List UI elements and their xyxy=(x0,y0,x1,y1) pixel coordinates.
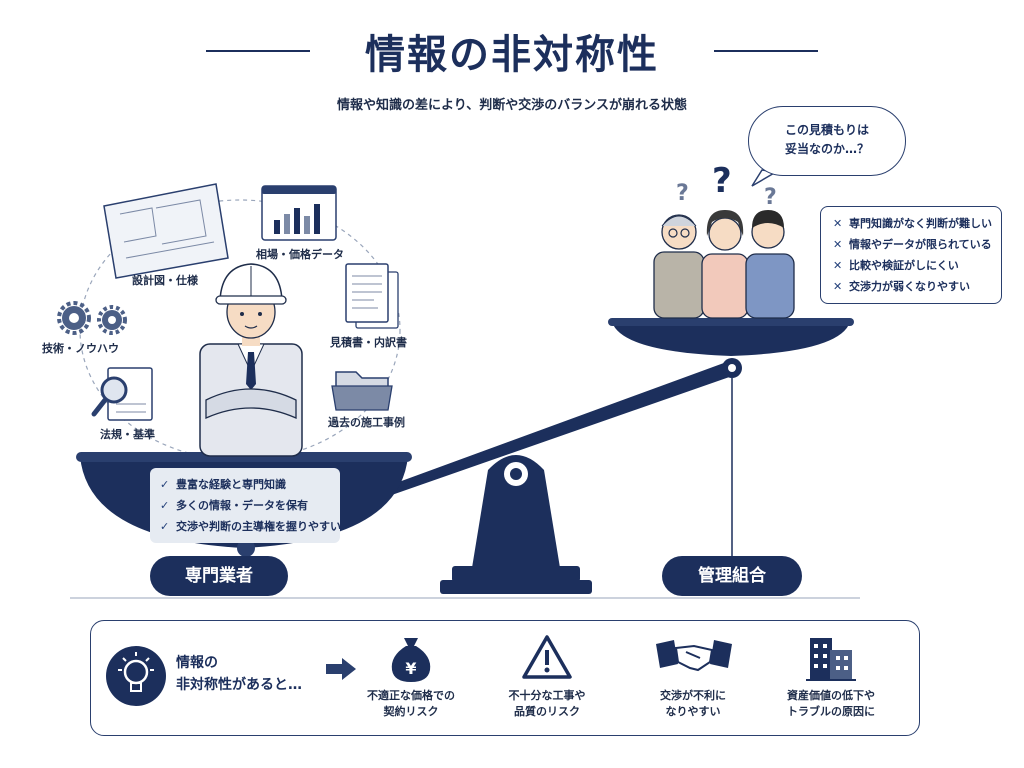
check-icon: ✓ xyxy=(160,478,170,491)
contractor-strength-item: ✓交渉や判断の主導権を握りやすい xyxy=(160,516,341,537)
cross-icon: ✕ xyxy=(833,217,843,230)
risk-caption: 交渉が不利に なりやすい xyxy=(660,689,726,718)
lightbulb-icon xyxy=(106,646,166,706)
title-line-left xyxy=(206,50,310,52)
handshake-icon xyxy=(656,640,732,672)
law-magnifier-icon xyxy=(91,367,153,421)
title-line-right xyxy=(714,50,818,52)
check-icon: ✓ xyxy=(160,520,170,533)
association-issues-list: ✕専門知識がなく判断が難しい ✕情報やデータが限られている ✕比較や検証がしにく… xyxy=(820,206,1002,304)
page-subtitle: 情報や知識の差により、判断や交渉のバランスが崩れる状態 xyxy=(337,98,687,113)
gears-icon xyxy=(57,301,127,335)
cross-icon: ✕ xyxy=(833,280,843,293)
right-pan-rim xyxy=(608,318,854,326)
cross-icon: ✕ xyxy=(833,238,843,251)
label-past-cases: 過去の施工事例 xyxy=(328,416,405,429)
left-pan-joint xyxy=(237,539,255,557)
association-members-illustration xyxy=(653,210,795,319)
market-chart-icon xyxy=(261,185,337,241)
consequences-panel xyxy=(90,620,920,736)
check-icon: ✓ xyxy=(160,499,170,512)
association-issue-item: ✕情報やデータが限られている xyxy=(833,234,992,255)
label-tech-knowhow: 技術・ノウハウ xyxy=(42,342,119,355)
left-pan-rim xyxy=(76,452,412,462)
contractor-strength-item: ✓多くの情報・データを保有 xyxy=(160,495,330,516)
contractor-worker-illustration xyxy=(199,263,303,457)
warning-icon xyxy=(522,635,572,679)
consequences-lead: 情報の 非対称性があると… xyxy=(176,655,302,693)
svg-text:¥: ¥ xyxy=(405,659,416,678)
scale-fulcrum xyxy=(470,455,562,580)
contractor-strength-item: ✓豊富な経験と専門知識 xyxy=(160,474,330,495)
risk-caption: 不十分な工事や 品質のリスク xyxy=(508,689,586,718)
label-estimate: 見積書・内訳書 xyxy=(330,336,407,349)
label-market-data: 相場・価格データ xyxy=(256,248,344,261)
blueprint-icon xyxy=(103,183,229,279)
question-mark-icon: ? xyxy=(676,181,689,206)
page-title: 情報の非対称性 xyxy=(365,32,659,78)
label-design-spec: 設計図・仕様 xyxy=(132,274,198,287)
fulcrum-base xyxy=(440,580,592,594)
question-mark-icon: ? xyxy=(764,185,777,210)
association-label: 管理組合 xyxy=(662,556,802,596)
question-mark-icon: ? xyxy=(712,161,732,201)
folder-icon xyxy=(331,371,393,411)
estimate-documents-icon xyxy=(345,263,399,329)
arrow-right-icon xyxy=(326,658,356,680)
contractor-label: 専門業者 xyxy=(150,556,288,596)
fulcrum-base-top xyxy=(452,566,580,582)
contractor-strengths-card: ✓豊富な経験と専門知識 ✓多くの情報・データを保有 ✓交渉や判断の主導権を握りや… xyxy=(150,468,341,543)
label-law-standards: 法規・基準 xyxy=(100,428,155,441)
right-pan xyxy=(612,322,850,356)
money-bag-icon: ¥ xyxy=(391,638,431,682)
cross-icon: ✕ xyxy=(833,259,843,272)
fulcrum-pivot-inner xyxy=(510,468,522,480)
right-pan-joint-inner xyxy=(728,364,736,372)
association-issue-item: ✕専門知識がなく判断が難しい xyxy=(833,213,992,234)
risk-caption: 資産価値の低下や トラブルの原因に xyxy=(787,689,875,718)
speech-bubble: この見積もりは 妥当なのか…？ xyxy=(748,106,906,176)
association-issue-item: ✕比較や検証がしにくい xyxy=(833,255,989,276)
risk-caption: 不適正な価格での 契約リスク xyxy=(367,689,455,718)
association-issue-item: ✕交渉力が弱くなりやすい xyxy=(833,276,989,297)
building-icon xyxy=(806,638,856,681)
